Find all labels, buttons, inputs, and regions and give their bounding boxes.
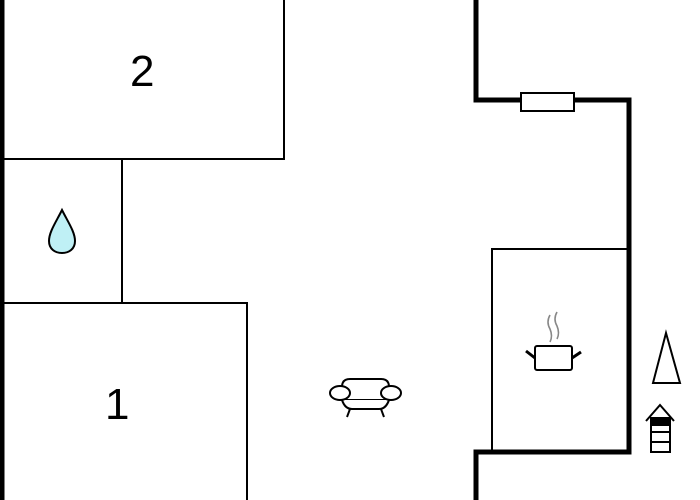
- stairs-up-icon: [645, 403, 675, 453]
- room-label-2: 2: [130, 47, 155, 96]
- window-symbol: [520, 92, 575, 112]
- cooking-pot-icon: [525, 311, 582, 371]
- room-label-1: 1: [105, 380, 130, 429]
- north-arrow-icon: [651, 329, 682, 384]
- sofa-icon: [329, 378, 402, 418]
- water-drop-icon: [47, 207, 77, 255]
- bedroom-2-walls: [4, 0, 285, 160]
- bedroom-1-walls: [4, 302, 248, 500]
- kitchen-walls: [491, 248, 627, 450]
- outer-wall-right: [473, 0, 632, 500]
